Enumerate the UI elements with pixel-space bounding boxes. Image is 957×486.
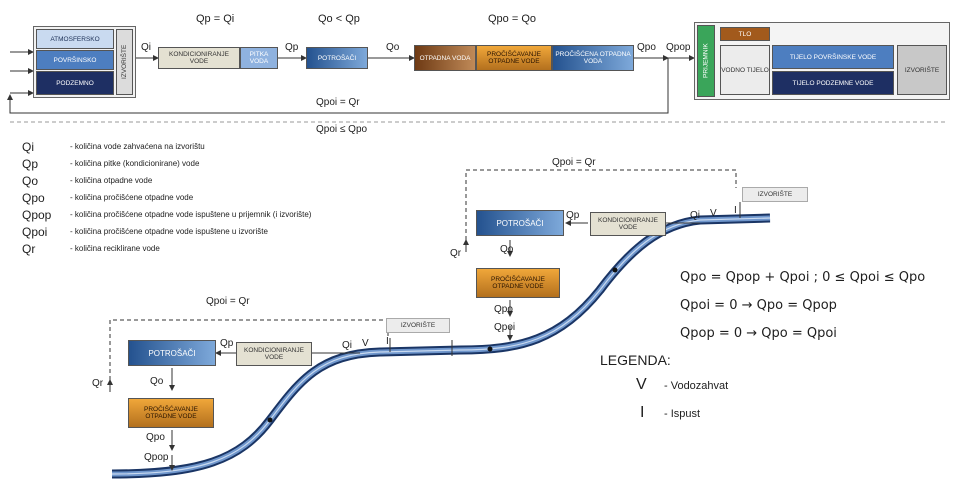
flow-qp: Qp <box>285 42 299 53</box>
conditioning-box: KONDICIONIRANJE VODE <box>158 47 240 69</box>
surface-body-box: TIJELO POVRŠINSKE VODE <box>772 45 894 69</box>
source-out-box: IZVORIŠTE <box>897 45 947 95</box>
treatment-box: PROČIŠĆAVANJE OTPADNE VODE <box>476 45 552 71</box>
symbol-row: Qi - količina vode zahvaćena na izvorišt… <box>22 140 462 157</box>
symbol-name: Qp <box>22 157 39 171</box>
water-body-box: VODNO TIJELO <box>720 45 770 95</box>
equation-2: Qpoi = 0 → Qpo = Qpop <box>680 298 837 313</box>
lower-qo: Qo <box>150 376 164 387</box>
drinking-water-box: PITKA VODA <box>240 47 278 69</box>
symbol-list: Qi - količina vode zahvaćena na izvorišt… <box>22 140 462 260</box>
symbol-row: Qo - količina otpadne vode <box>22 174 462 191</box>
symbol-desc: - količina pročišćene otpadne vode ispuš… <box>70 227 268 236</box>
upper-eq: Qpoi = Qr <box>552 157 596 168</box>
upper-qpoi: Qpoi <box>494 322 516 333</box>
upper-conditioning: KONDICIONIRANJE VODE <box>590 212 666 236</box>
flow-qpop: Qpop <box>666 42 691 53</box>
symbol-desc: - količina reciklirane vode <box>70 244 160 253</box>
symbol-name: Qi <box>22 140 34 154</box>
flow-qo: Qo <box>386 42 400 53</box>
symbol-desc: - količina otpadne vode <box>70 176 153 185</box>
lower-treatment: PROČIŠĆAVANJE OTPADNE VODE <box>128 398 214 428</box>
symbol-row: Qpoi - količina pročišćene otpadne vode … <box>22 225 462 242</box>
equation-1: Qpo = Qpop + Qpoi ; 0 ≤ Qpoi ≤ Qpo <box>680 270 926 285</box>
lower-source: IZVORIŠTE <box>386 318 450 333</box>
source-underground: PODZEMNO <box>36 71 114 95</box>
eq-qpo-qo: Qpo = Qo <box>488 13 537 25</box>
symbol-row: Qp - količina pitke (kondicionirane) vod… <box>22 157 462 174</box>
upper-qpo: Qpo <box>494 304 513 315</box>
lower-qp: Qp <box>220 338 234 349</box>
lower-qpo: Qpo <box>146 432 165 443</box>
symbol-name: Qpo <box>22 191 45 205</box>
legend-v-text: - Vodozahvat <box>664 380 729 392</box>
lower-qi: Qi <box>342 340 352 351</box>
top-flow-connectors <box>7 49 946 123</box>
lower-v: V <box>362 338 369 349</box>
wastewater-box: OTPADNA VODA <box>414 45 476 71</box>
symbol-desc: - količina pročišćene otpadne vode <box>70 193 194 202</box>
symbol-desc: - količina vode zahvaćena na izvorištu <box>70 142 205 151</box>
legend-i-text: - Ispust <box>664 408 701 420</box>
flow-qpo: Qpo <box>637 42 656 53</box>
river-diagram <box>107 169 771 479</box>
equation-3: Qpop = 0 → Qpo = Qpoi <box>680 326 837 341</box>
eq-qo-qp: Qo < Qp <box>318 13 360 25</box>
recycle-eq2: Qpoi ≤ Qpo <box>316 124 368 135</box>
source-surface: POVRŠINSKO <box>36 50 114 70</box>
legend-title: LEGENDA: <box>600 352 671 368</box>
lower-i: I <box>386 336 389 347</box>
upper-consumers: POTROŠAČI <box>476 210 564 236</box>
symbol-name: Qpop <box>22 208 52 222</box>
treated-box: PROČIŠĆENA OTPADNA VODA <box>552 45 634 71</box>
upper-source: IZVORIŠTE <box>742 187 808 202</box>
upper-i: I <box>734 205 737 216</box>
lower-eq: Qpoi = Qr <box>206 296 250 307</box>
upper-qp: Qp <box>566 210 580 221</box>
flow-qi: Qi <box>141 42 151 53</box>
symbol-desc: - količina pitke (kondicionirane) vode <box>70 159 200 168</box>
lower-qr: Qr <box>92 378 104 389</box>
upper-qo: Qo <box>500 244 514 255</box>
symbol-row: Qpo - količina pročišćene otpadne vode <box>22 191 462 208</box>
symbol-name: Qr <box>22 242 36 256</box>
recipient-label: PRIJEMNIK <box>697 25 715 97</box>
source-label: IZVORIŠTE <box>116 29 133 95</box>
symbol-name: Qpoi <box>22 225 48 239</box>
soil-box: TLO <box>720 27 770 41</box>
lower-conditioning: KONDICIONIRANJE VODE <box>236 342 312 366</box>
source-atmospheric: ATMOSFERSKO <box>36 29 114 49</box>
upper-v: V <box>710 208 717 219</box>
upper-treatment: PROČIŠĆAVANJE OTPADNE VODE <box>476 268 560 298</box>
upper-qr: Qr <box>450 248 462 259</box>
legend-v-symbol: V <box>636 376 647 393</box>
lower-qpop: Qpop <box>144 452 169 463</box>
symbol-row: Qr - količina reciklirane vode <box>22 242 462 259</box>
lower-consumers: POTROŠAČI <box>128 340 216 366</box>
legend-i-symbol: I <box>640 404 645 421</box>
consumers-box: POTROŠAČI <box>306 47 368 69</box>
eq-qp-qi: Qp = Qi <box>196 13 235 25</box>
recycle-eq1: Qpoi = Qr <box>316 97 360 108</box>
symbol-desc: - količina pročišćene otpadne vode ispuš… <box>70 210 312 219</box>
upper-qi: Qi <box>690 210 700 221</box>
symbol-row: Qpop - količina pročišćene otpadne vode … <box>22 208 462 225</box>
symbol-name: Qo <box>22 174 39 188</box>
ground-body-box: TIJELO PODZEMNE VODE <box>772 71 894 95</box>
legend: LEGENDA: V - Vodozahvat I - Ispust <box>600 352 800 442</box>
